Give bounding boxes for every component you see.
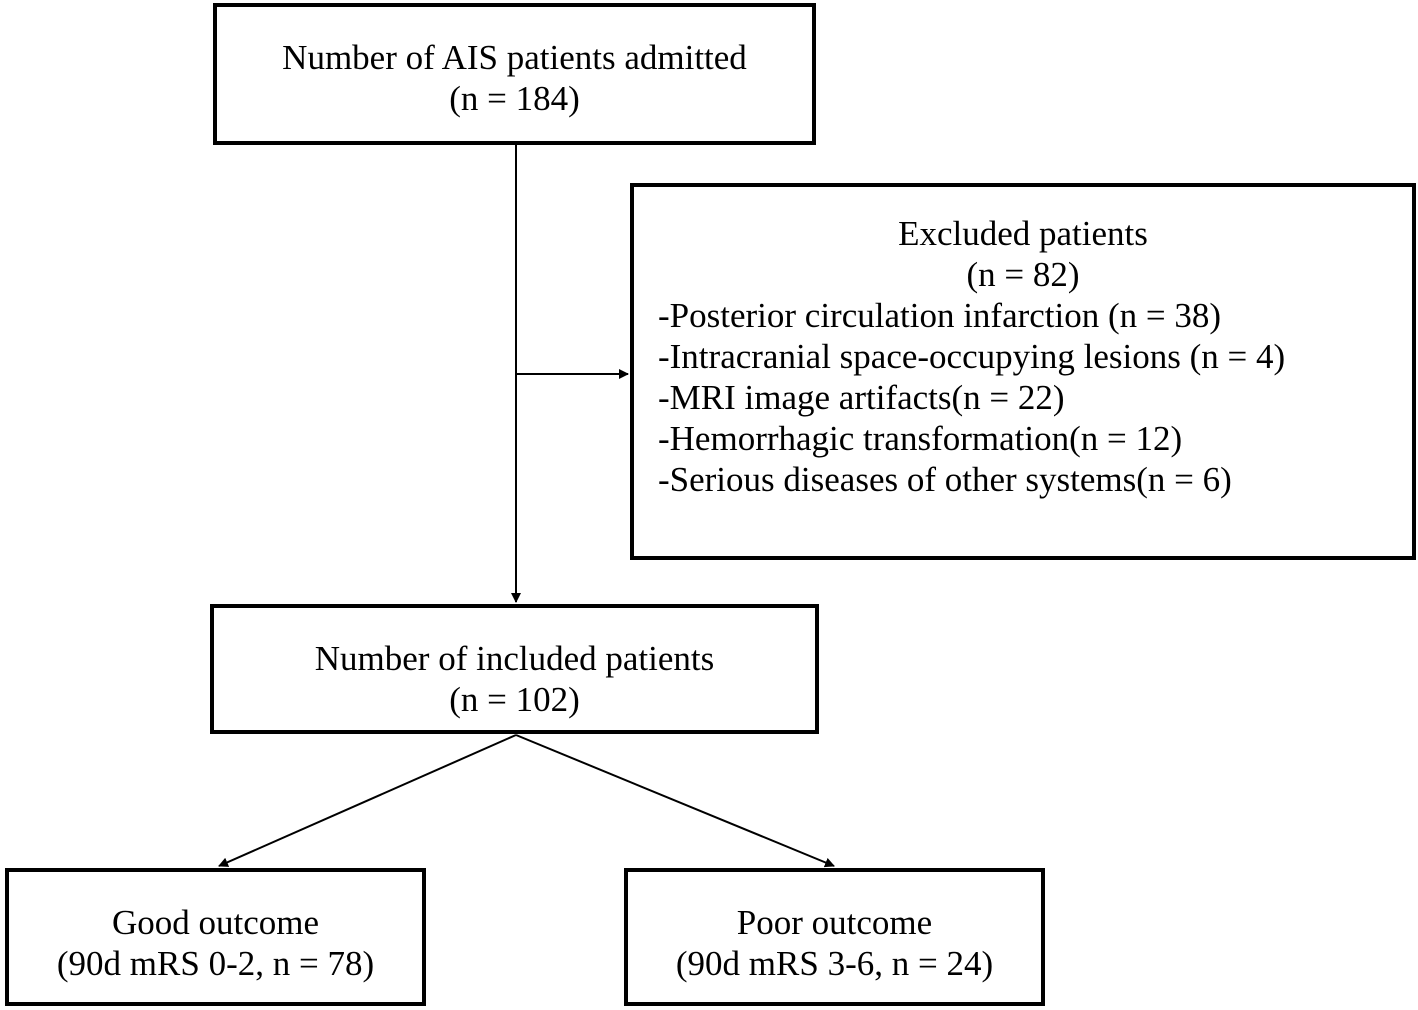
admitted-count: (n = 184) (449, 79, 580, 118)
admitted-title: Number of AIS patients admitted (282, 38, 747, 77)
excluded-count: (n = 82) (966, 255, 1080, 294)
arrow-included-to-good (218, 734, 517, 867)
poor-outcome-detail: (90d mRS 3-6, n = 24) (675, 944, 994, 983)
excluded-reason-hemorrhagic-transformation: -Hemorrhagic transformation(n = 12) (658, 419, 1183, 458)
poor-outcome-box: Poor outcome (90d mRS 3-6, n = 24) (624, 868, 1045, 1006)
included-count: (n = 102) (449, 680, 580, 719)
excluded-reason-posterior-circulation: -Posterior circulation infarction (n = 3… (658, 296, 1222, 335)
excluded-reason-serious-diseases: -Serious diseases of other systems(n = 6… (658, 460, 1232, 499)
good-outcome-box: Good outcome (90d mRS 0-2, n = 78) (5, 868, 426, 1006)
excluded-reason-intracranial-lesions: -Intracranial space-occupying lesions (n… (658, 337, 1286, 376)
included-title: Number of included patients (314, 639, 715, 678)
arrow-included-to-poor (515, 734, 835, 868)
good-outcome-title: Good outcome (111, 903, 320, 942)
excluded-patients-box: Excluded patients (n = 82) -Posterior ci… (630, 183, 1416, 560)
good-outcome-detail: (90d mRS 0-2, n = 78) (56, 944, 375, 983)
poor-outcome-title: Poor outcome (736, 903, 933, 942)
included-patients-box: Number of included patients (n = 102) (210, 604, 819, 734)
excluded-title: Excluded patients (898, 214, 1148, 253)
admitted-patients-box: Number of AIS patients admitted (n = 184… (213, 3, 816, 145)
excluded-reason-mri-artifacts: -MRI image artifacts(n = 22) (658, 378, 1065, 417)
